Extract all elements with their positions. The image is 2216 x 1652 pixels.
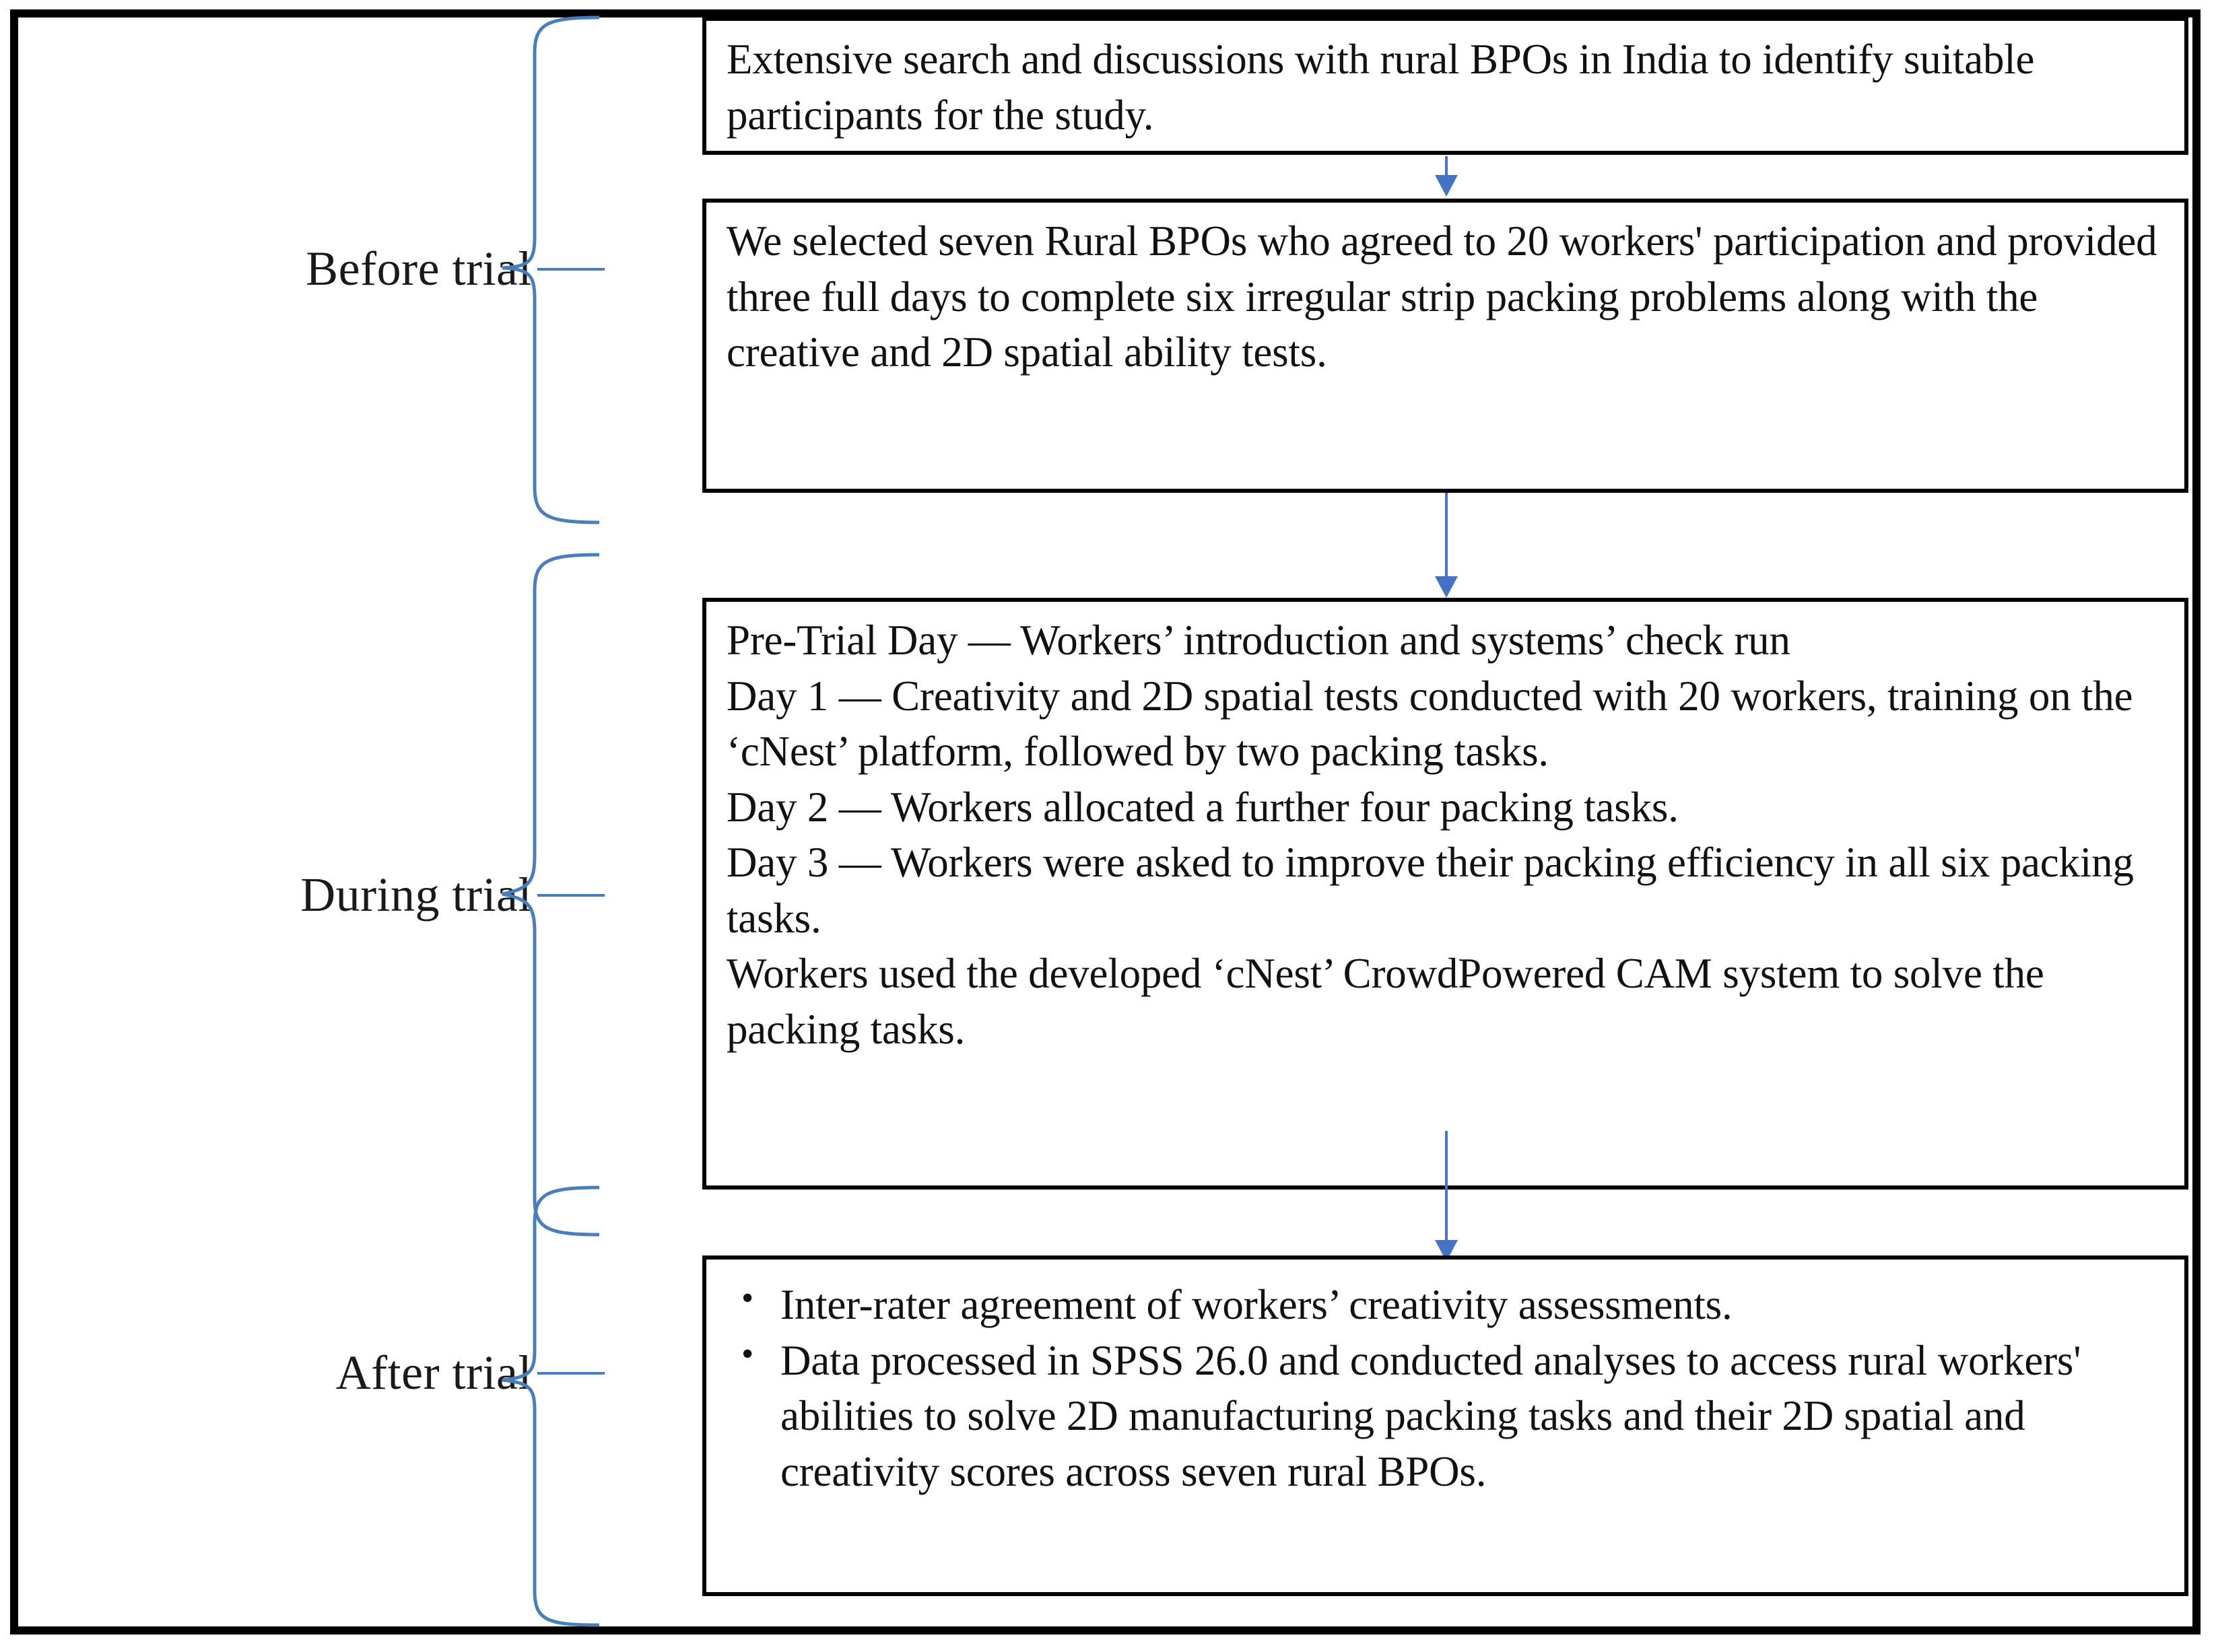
schedule-line-cnest-system: Workers used the developed ‘cNest’ Crowd… bbox=[727, 950, 2044, 1053]
bullet-glyph: • bbox=[741, 1334, 754, 1373]
process-box-selection-text: We selected seven Rural BPOs who agreed … bbox=[727, 217, 2157, 376]
analysis-bullet-list: • Inter-rater agreement of workers’ crea… bbox=[727, 1277, 2167, 1499]
brace-after-trial bbox=[465, 1185, 599, 1629]
schedule-line-pre-trial-day: Pre-Trial Day — Workers’ introduction an… bbox=[727, 617, 1790, 664]
list-item: • Data processed in SPSS 26.0 and conduc… bbox=[727, 1333, 2167, 1500]
stage-label-during-trial: During trial bbox=[300, 868, 532, 922]
brace-stub-before-trial bbox=[537, 268, 605, 271]
process-box-selection: We selected seven Rural BPOs who agreed … bbox=[702, 199, 2188, 493]
analysis-bullet-spss: Data processed in SPSS 26.0 and conducte… bbox=[780, 1336, 2081, 1495]
process-box-schedule: Pre-Trial Day — Workers’ introduction an… bbox=[702, 598, 2188, 1190]
analysis-bullet-inter-rater: Inter-rater agreement of workers’ creati… bbox=[780, 1281, 1733, 1328]
process-box-analysis: • Inter-rater agreement of workers’ crea… bbox=[702, 1255, 2188, 1596]
bullet-glyph: • bbox=[741, 1279, 754, 1317]
stage-label-before-trial: Before trial bbox=[306, 242, 532, 296]
brace-stub-after-trial bbox=[537, 1372, 605, 1375]
figure-outer-border bbox=[10, 9, 2201, 1634]
stage-label-after-trial: After trial bbox=[335, 1346, 532, 1400]
schedule-line-day-3: Day 3 — Workers were asked to improve th… bbox=[727, 839, 2134, 942]
brace-stub-during-trial bbox=[537, 894, 605, 897]
brace-during-trial bbox=[465, 552, 599, 1239]
process-box-search: Extensive search and discussions with ru… bbox=[702, 17, 2188, 155]
connector-arrow-selection-to-schedule bbox=[1433, 493, 1460, 599]
connector-arrow-schedule-to-analysis bbox=[1433, 1131, 1460, 1263]
brace-before-trial bbox=[465, 15, 599, 526]
schedule-line-day-1: Day 1 — Creativity and 2D spatial tests … bbox=[727, 672, 2133, 776]
schedule-line-day-2: Day 2 — Workers allocated a further four… bbox=[727, 783, 1679, 831]
list-item: • Inter-rater agreement of workers’ crea… bbox=[727, 1277, 2167, 1333]
process-box-search-text: Extensive search and discussions with ru… bbox=[727, 36, 2035, 139]
connector-arrow-search-to-selection bbox=[1433, 156, 1460, 198]
